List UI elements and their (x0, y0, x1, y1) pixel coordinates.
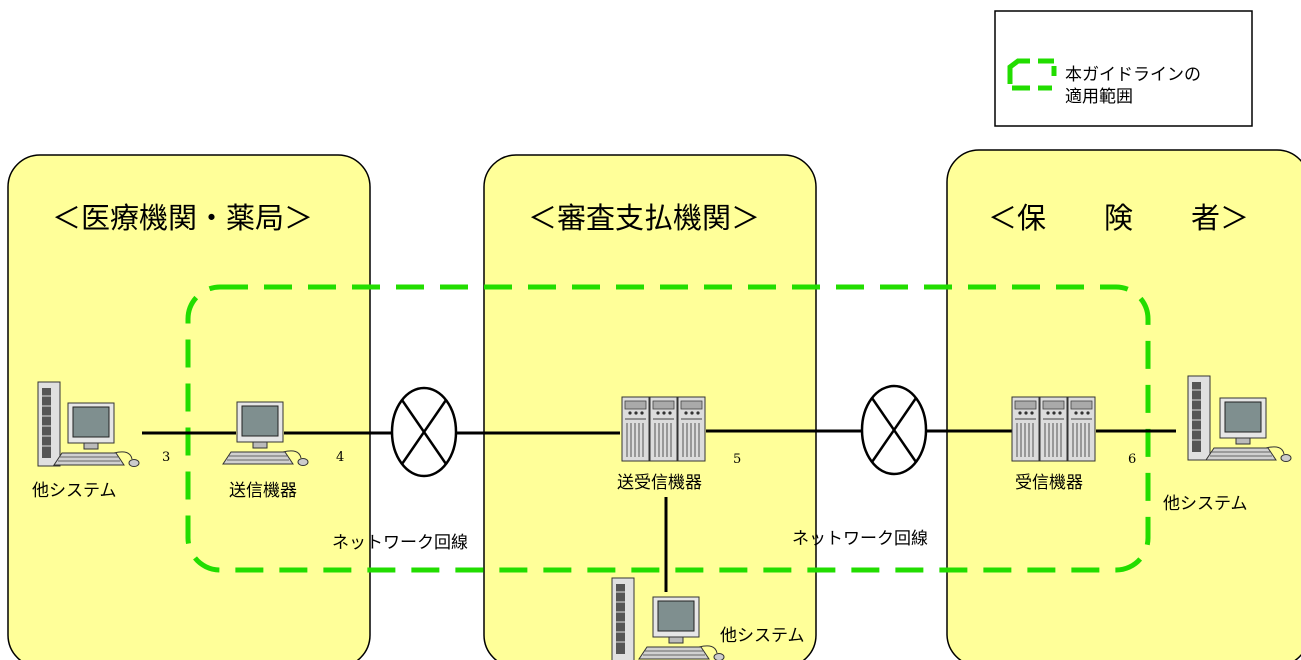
zone-medical-title: ＜医療機関・薬局＞ (52, 201, 313, 235)
interface-number-3: 3 (162, 450, 170, 465)
interface-number-4: 4 (336, 450, 344, 465)
interface-number-6: 6 (1128, 452, 1136, 467)
label-right-other-system: 他システム (1163, 494, 1248, 514)
zone-review-title: ＜審査支払機関＞ (528, 201, 760, 235)
legend-text-line1: 本ガイドラインの (1065, 65, 1201, 85)
legend: 本ガイドラインの 適用範囲 (994, 10, 1253, 127)
label-network2: ネットワーク回線 (792, 529, 928, 549)
server-icon-send-receive (622, 397, 705, 461)
legend-text-line2: 適用範囲 (1065, 87, 1133, 107)
label-network1: ネットワーク回線 (332, 533, 468, 553)
server-icon-receiver (1012, 397, 1095, 461)
network2-icon (860, 384, 928, 476)
guideline-scope-boundary (185, 284, 1151, 573)
legend-scope-swatch-icon (1007, 58, 1057, 91)
label-send-receive: 送受信機器 (617, 473, 702, 493)
network1-icon (390, 386, 458, 478)
label-sender: 送信機器 (229, 481, 297, 501)
zone-insurer (946, 149, 1301, 660)
label-receiver: 受信機器 (1015, 473, 1083, 493)
interface-number-5: 5 (733, 452, 741, 467)
label-left-other-system: 他システム (32, 481, 117, 501)
zone-insurer-title: ＜保 険 者＞ (988, 201, 1249, 235)
label-bottom-other-system: 他システム (720, 626, 805, 646)
